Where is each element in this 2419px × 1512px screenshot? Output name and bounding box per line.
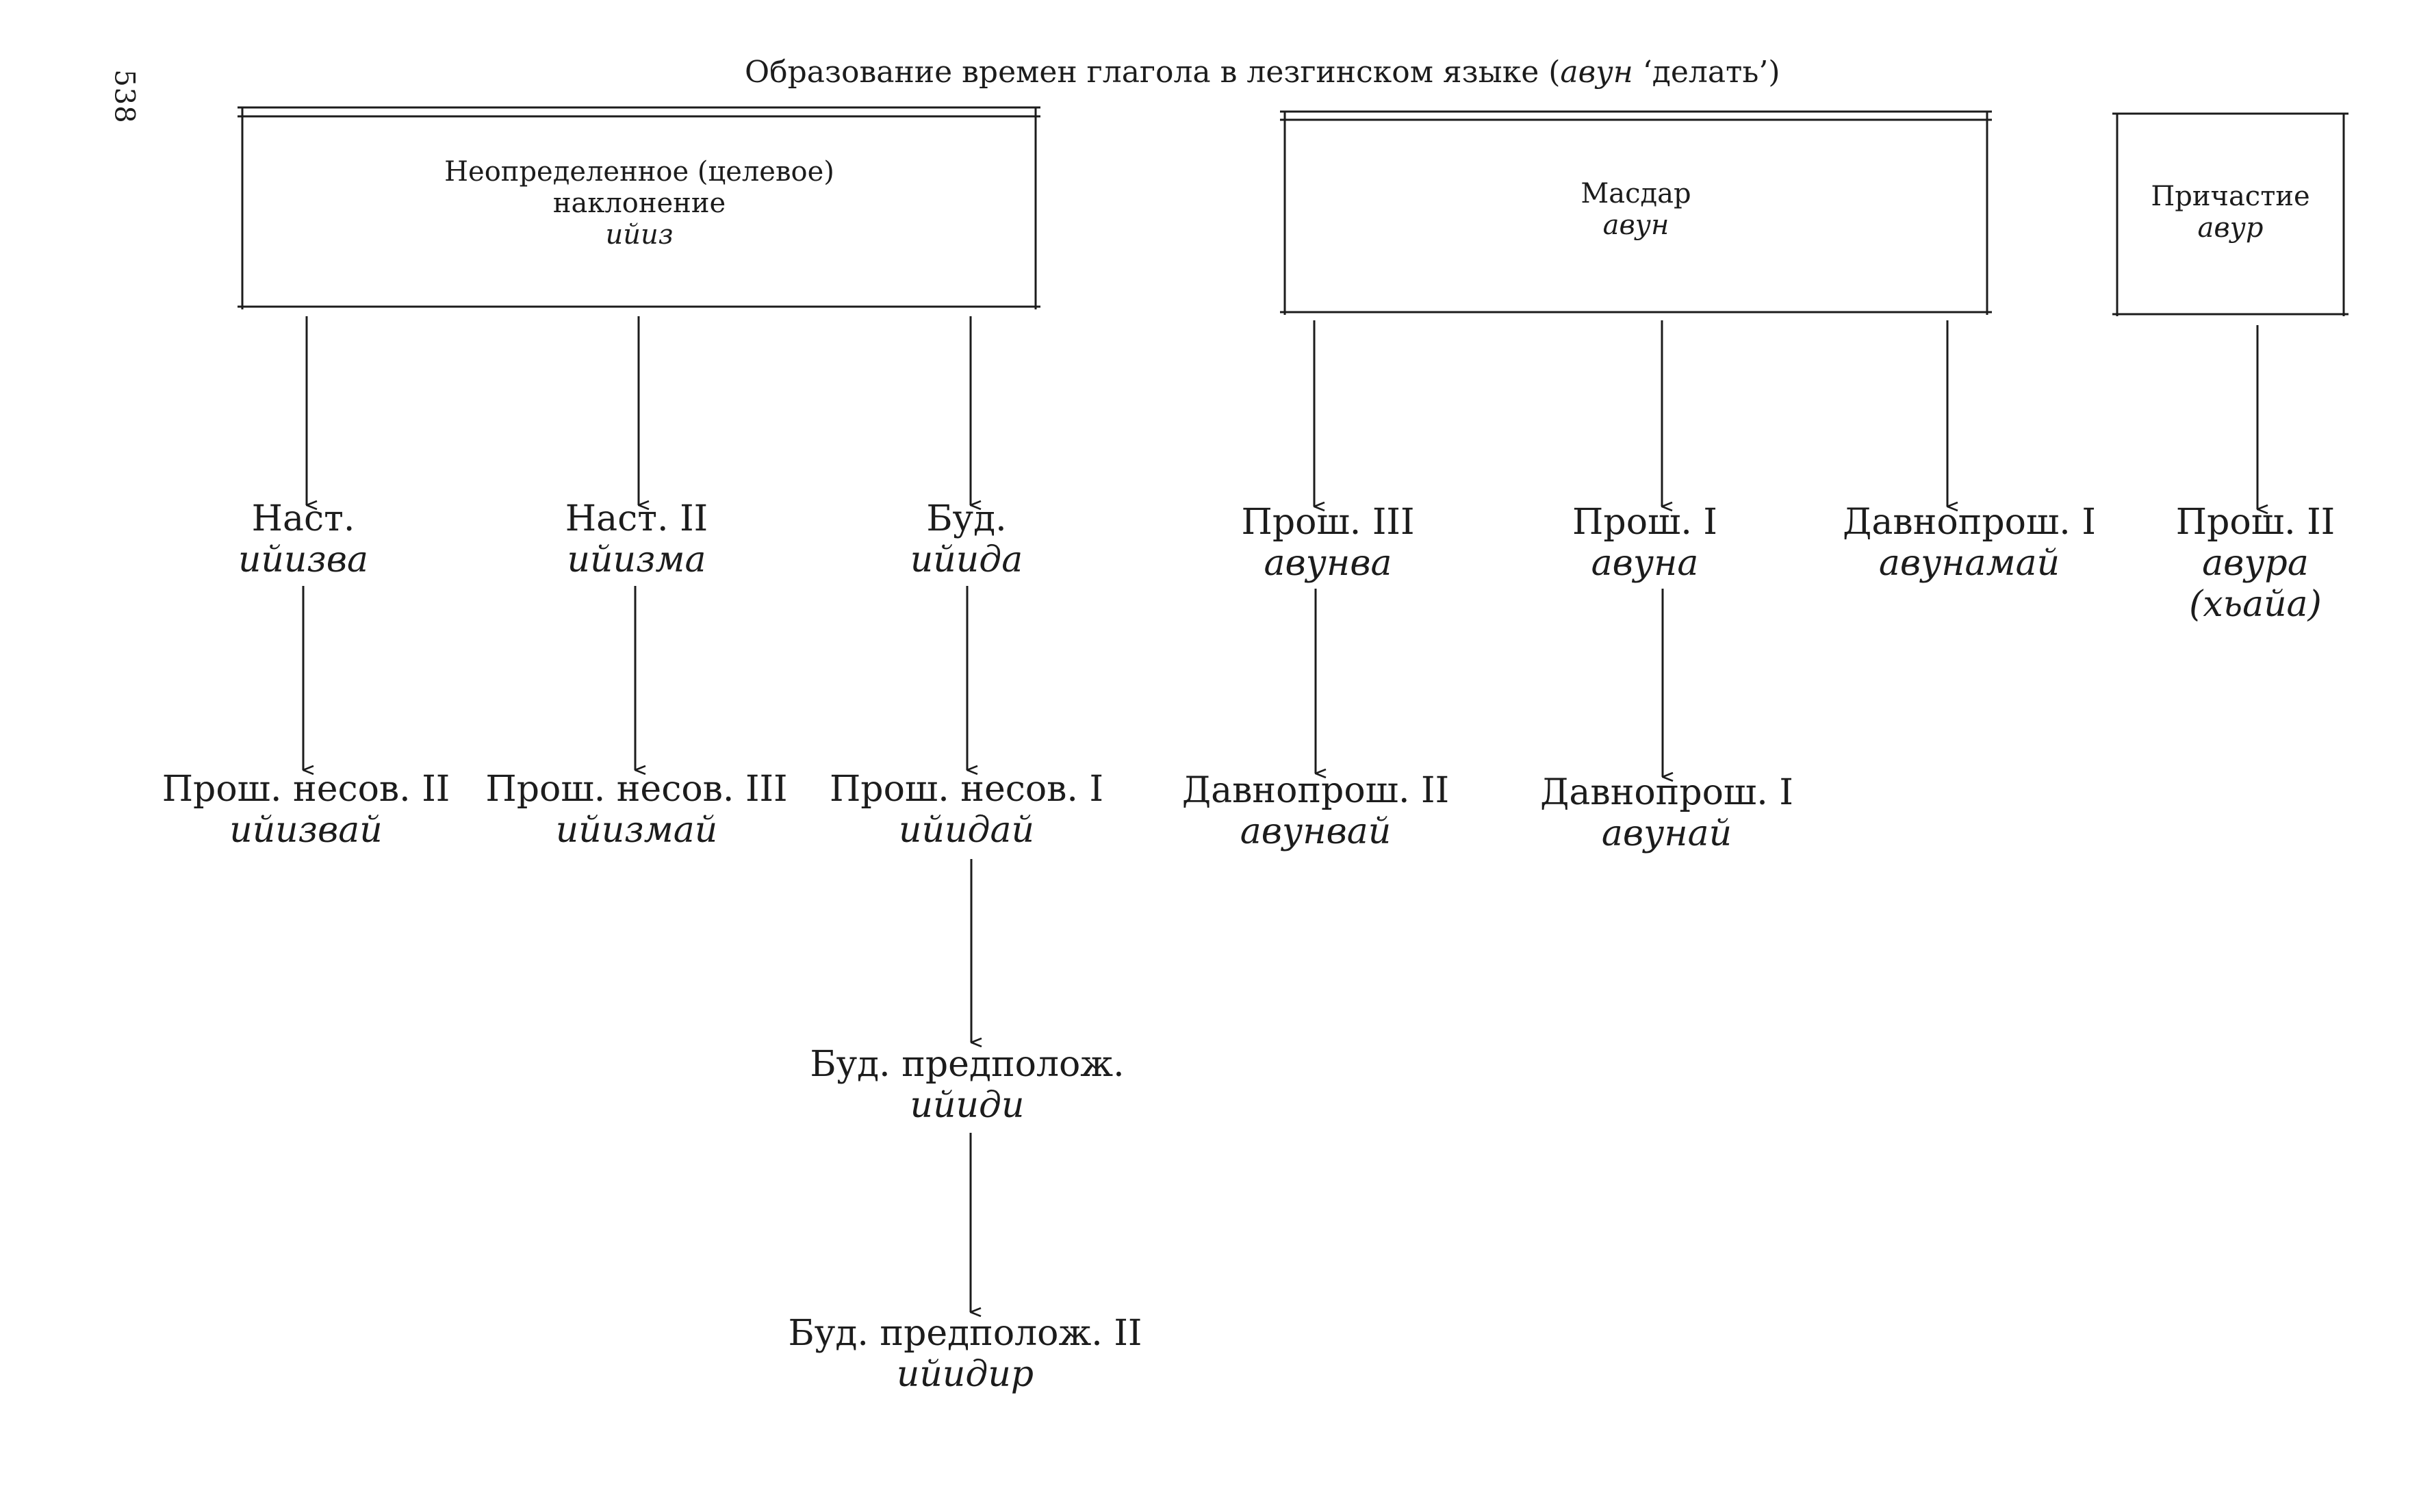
title-prefix: Образование времен глагола в лезгинском … bbox=[745, 55, 1561, 90]
tense-prosh2-name: Прош. II bbox=[2175, 502, 2335, 543]
tense-davnoprosh1b: Давнопрош. I авунай bbox=[1540, 772, 1793, 854]
title-verb: авун bbox=[1560, 55, 1633, 90]
tense-prosh3-form: авунва bbox=[1264, 543, 1392, 584]
tense-nast-form: ийизва bbox=[238, 539, 369, 580]
tense-proshnesov1-name: Прош. несов. I bbox=[829, 769, 1104, 810]
tense-proshnesov1: Прош. несов. I ийидай bbox=[830, 769, 1103, 851]
tense-prosh2-form2: (хьайа) bbox=[2189, 584, 2322, 625]
masdar-box bbox=[1280, 110, 1992, 315]
tense-davnoprosh1a: Давнопрош. I авунамай bbox=[1843, 502, 2096, 584]
participle-form: авур bbox=[2197, 212, 2264, 244]
tense-davnoprosh2-name: Давнопрош. II bbox=[1181, 770, 1450, 811]
tense-bud: Буд. ийида bbox=[910, 498, 1023, 580]
tense-nast2-form: ийизма bbox=[567, 539, 706, 580]
infinitive-line1: Неопределенное (целевое) bbox=[444, 156, 834, 188]
infinitive-label: Неопределенное (целевое) наклонение ийиз bbox=[242, 156, 1036, 251]
participle-line1: Причастие bbox=[2151, 181, 2310, 212]
tense-davnoprosh1a-name: Давнопрош. I bbox=[1843, 502, 2096, 543]
tense-budpredp2-name: Буд. предполож. II bbox=[788, 1313, 1142, 1354]
infinitive-box bbox=[238, 106, 1040, 309]
participle-label: Причастие авур bbox=[2117, 181, 2344, 244]
tense-prosh1: Прош. I авуна bbox=[1572, 502, 1717, 584]
tense-davnoprosh2-form: авунвай bbox=[1240, 811, 1392, 852]
tense-bud-name: Буд. bbox=[926, 498, 1007, 539]
infinitive-form: ийиз bbox=[605, 219, 674, 251]
tense-nast2-name: Наст. II bbox=[565, 498, 708, 539]
tense-davnoprosh1a-form: авунамай bbox=[1878, 543, 2060, 584]
tense-davnoprosh1b-name: Давнопрош. I bbox=[1540, 772, 1793, 813]
tense-budpredp-form: ийиди bbox=[910, 1085, 1025, 1126]
tense-budpredp2: Буд. предполож. II ийидир bbox=[789, 1313, 1142, 1395]
tense-prosh2: Прош. II авура (хьайа) bbox=[2176, 502, 2335, 625]
tense-bud-form: ийида bbox=[910, 539, 1023, 580]
tense-proshnesov3-form: ийизмай bbox=[555, 810, 718, 851]
page-number: 538 bbox=[108, 69, 140, 124]
tense-davnoprosh1b-form: авунай bbox=[1601, 813, 1732, 854]
tense-budpredp: Буд. предполож. ийиди bbox=[810, 1044, 1124, 1126]
tense-proshnesov2-form: ийизвай bbox=[229, 810, 383, 851]
tense-davnoprosh2: Давнопрош. II авунвай bbox=[1182, 770, 1449, 852]
tense-budpredp-name: Буд. предполож. bbox=[810, 1044, 1125, 1085]
masdar-form: авун bbox=[1602, 209, 1669, 241]
tense-proshnesov2: Прош. несов. II ийизвай bbox=[162, 769, 450, 851]
tense-nast: Наст. ийизва bbox=[238, 498, 368, 580]
masdar-label: Масдар авун bbox=[1285, 178, 1987, 241]
tense-nast-name: Наст. bbox=[251, 498, 355, 539]
tense-proshnesov1-form: ийидай bbox=[899, 810, 1034, 851]
infinitive-line2: наклонение bbox=[552, 188, 726, 219]
tense-prosh2-form: авура bbox=[2202, 543, 2309, 584]
tense-proshnesov3-name: Прош. несов. III bbox=[485, 769, 788, 810]
tense-prosh1-name: Прош. I bbox=[1572, 502, 1717, 543]
tense-nast2: Наст. II ийизма bbox=[565, 498, 708, 580]
tense-budpredp2-form: ийидир bbox=[896, 1354, 1034, 1395]
diagram-title: Образование времен глагола в лезгинском … bbox=[745, 55, 1780, 90]
tense-prosh3-name: Прош. III bbox=[1241, 502, 1415, 543]
masdar-line1: Масдар bbox=[1580, 178, 1691, 209]
participle-box bbox=[2112, 112, 2348, 316]
tense-proshnesov3: Прош. несов. III ийизмай bbox=[485, 769, 787, 851]
tense-prosh3: Прош. III авунва bbox=[1242, 502, 1415, 584]
tense-prosh1-form: авуна bbox=[1591, 543, 1699, 584]
tense-proshnesov2-name: Прош. несов. II bbox=[162, 769, 450, 810]
title-suffix: ‘делать’) bbox=[1633, 55, 1780, 90]
